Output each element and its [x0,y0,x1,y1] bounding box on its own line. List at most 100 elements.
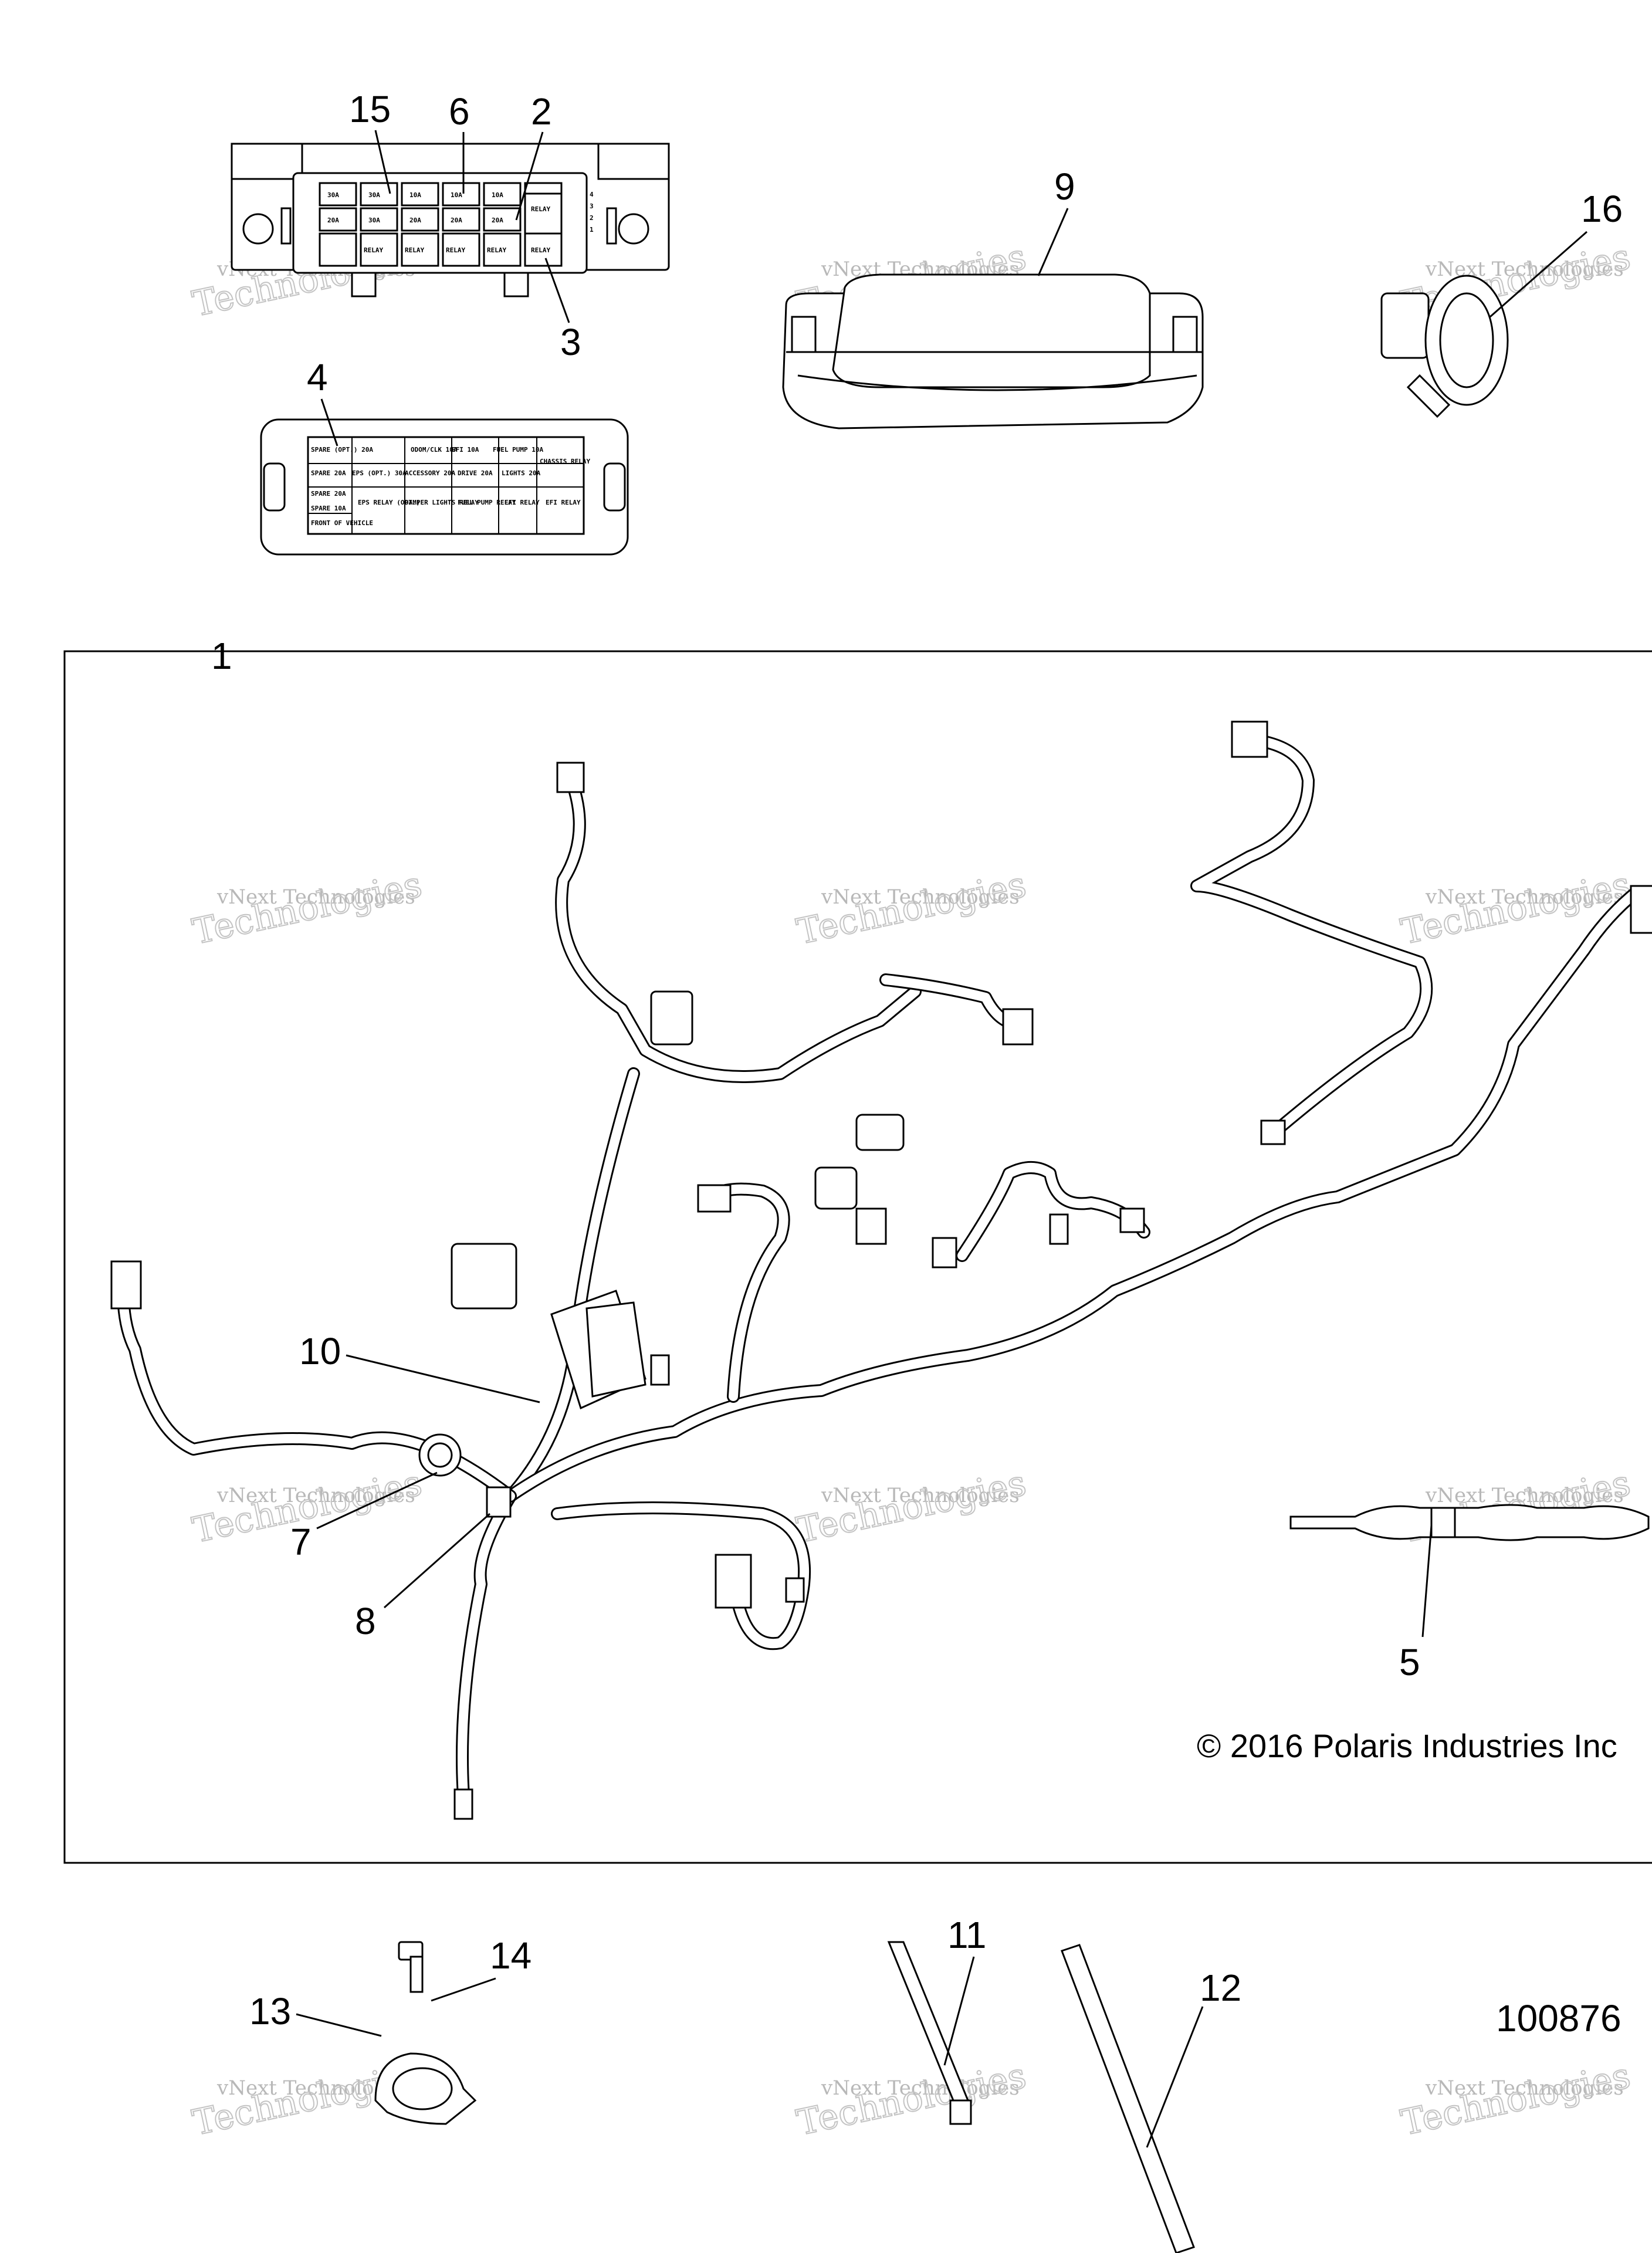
leader-line [544,258,570,323]
relay-box-part: 30A 30A 10A 10A 10A 20A 30A 20A 20A 20A … [231,143,670,297]
leader-line [296,2013,382,2037]
leader-line [346,1354,540,1403]
harness-connector [650,990,693,1046]
harness-branch-fill [119,1286,515,1501]
fuse-cover-cell: SPARE 20A [311,469,346,477]
relay-box-row-3: RELAY RELAY RELAY RELAY RELAY [319,232,563,267]
figure-number: 100876 [1496,1997,1621,2039]
leader-line [1489,231,1587,318]
harness-connector [556,762,585,793]
fuse-cover-cell: FUEL PUMP 10A [493,446,543,454]
harness-main-run [504,885,1643,1503]
harness-connector [697,1184,732,1213]
relay-box-row-2: 20A 30A 20A 20A 20A RELAY [319,192,563,253]
fuse-cell [442,207,480,232]
pin-number: 2 [590,214,594,222]
callout-8: 8 [355,1600,376,1642]
fuse-cell-label: 10A [492,191,503,199]
fuse-cover-cell: CHASSIS RELAY [540,458,590,465]
ecu-cover [832,273,1151,388]
harness-connector [1049,1213,1069,1245]
harness-connector [715,1554,752,1609]
harness-connector [814,1166,858,1210]
harness-connector [453,1788,473,1820]
fuse-cell [483,182,522,207]
main-wire-harness [117,733,1643,1802]
connector-16-part [1380,275,1509,418]
relay-box-foot [351,272,529,297]
fuse-cover-cell: SPARE 10A [311,505,346,512]
harness-branch-fill [881,975,1020,1029]
relay-cell-label: RELAY [531,205,550,213]
ecu-latch [791,316,817,353]
fuse-cover-cell: EFI RELAY [546,499,581,506]
mount-hole-icon [618,213,649,245]
ecu-module-part [782,273,1204,429]
harness-main-run-fill [506,887,1641,1501]
fuse-cell [442,182,480,207]
fuse-cover-cell: EFI 10A [452,446,479,454]
relay-cell [319,232,357,267]
callout-11: 11 [947,1914,986,1956]
relay-cell [524,232,563,267]
harness-connector [1002,1008,1034,1046]
watermark-text: vNext Technologies [821,1484,1020,1507]
bolt-14-part [398,1941,424,1993]
callout-5: 5 [1399,1641,1420,1683]
harness-branch [551,1501,811,1650]
inline-fuse-holder-part [1289,1504,1650,1541]
clamp-opening [392,2067,453,2110]
leader-line [1146,2006,1204,2148]
latch-slot [606,207,617,245]
relay-cell [483,232,522,267]
watermark-text: vNext Technologies [1425,885,1624,909]
harness-branch [1190,733,1433,1145]
harness-frame [63,650,1652,1864]
harness-connector [110,1260,142,1310]
fuse-cover-cell: EFI RELAY [505,499,540,506]
callout-15: 15 [349,88,391,130]
fuse-box-cover-part: SPARE (OPT.) 20A ODOM/CLK 10A EFI 10A FU… [260,418,629,556]
relay-cell [442,232,480,267]
watermark-outline: Technologies [793,1463,1030,1551]
watermark-text: vNext Technologies [216,1484,415,1507]
harness-connector [650,1354,670,1386]
watermark-text: vNext Technologies [1425,1484,1624,1507]
watermark-text: vNext Technologies [1425,2076,1624,2100]
fuse-cell [483,207,522,232]
leader-line [515,131,544,221]
fuse-cell [401,207,439,232]
harness-connector [932,1237,957,1268]
callout-14: 14 [490,1934,532,1977]
harness-branch-fill [1192,735,1431,1143]
bolt-shank [409,1956,424,1993]
harness-module-10 [550,1290,646,1410]
harness-branch-fill [553,1503,810,1649]
harness-connector [785,1577,805,1603]
fuse-cell-label: 10A [451,191,462,199]
harness-branch-fill [557,770,920,1081]
fuse-cover-cell: SPARE (OPT.) 20A [311,446,373,454]
pin-number: 3 [590,202,594,210]
watermark-text: vNext Technologies [821,2076,1020,2100]
leader-line [943,1956,975,2066]
callout-3: 3 [560,321,581,363]
fuse-cell-label: 20A [409,216,421,224]
harness-branch-fill [957,1163,1149,1260]
mount-hole-icon [242,213,274,245]
watermark-outline: Technologies [793,2055,1030,2144]
cable-tie-strap [1061,1944,1195,2253]
ecu-edges [786,351,1203,391]
copyright-text: © 2016 Polaris Industries Inc [1197,1727,1617,1764]
fuse-cover-cell: FUEL PUMP RELAY [458,499,516,506]
leader-line [316,1471,438,1530]
cable-tie-11-part [887,1941,972,2125]
watermark-outline: Technologies [189,864,425,953]
fuse-cover-cell: DRIVE 20A [458,469,493,477]
fuse-cell [401,182,439,207]
relay-cell-label: RELAY [531,246,550,254]
relay-cell [401,232,439,267]
connector-seal-inner [1439,292,1494,388]
fuse-cover-grid: SPARE (OPT.) 20A ODOM/CLK 10A EFI 10A FU… [308,437,590,534]
callout-2: 2 [531,90,552,133]
